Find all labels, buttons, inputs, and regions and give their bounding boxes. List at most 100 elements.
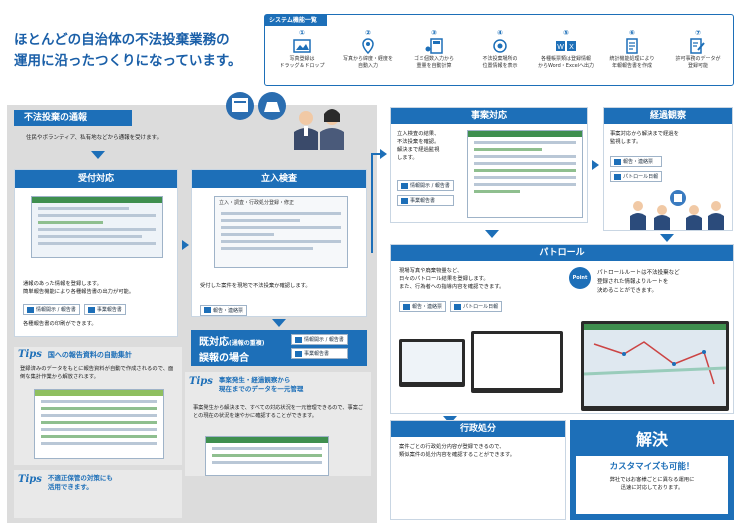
patrol-desc: 現場写真や廃棄物量など、 日々のパトロール結果を登録します。 また、行為者への指…	[399, 268, 505, 290]
admin-title: 行政処分	[391, 421, 565, 437]
resolve-sub: カスタマイズも可能！	[609, 462, 695, 472]
reception-screenshot	[31, 196, 163, 258]
feature-list-title: システム機能一覧	[265, 15, 327, 26]
permit-doc-icon	[687, 38, 709, 54]
arrow-right-2	[380, 149, 387, 159]
connector-line-h	[371, 153, 381, 155]
point-text: パトロールルートは不法投棄など 登録された情報よりルートを 決めることができます…	[597, 270, 680, 294]
case-report-button[interactable]: 情報開示 / 報告書	[397, 180, 454, 191]
patrol-laptop-1	[399, 339, 465, 387]
svg-text:W: W	[557, 44, 564, 51]
observation-report-button[interactable]: 報告・連絡票	[610, 156, 663, 167]
patrol-report-button[interactable]: 報告・連絡票	[399, 301, 447, 312]
calculator-icon	[423, 38, 445, 54]
inspection-title: 立入検査	[192, 170, 366, 188]
report-icon	[614, 158, 621, 165]
reception-desc: 通報のあった情報を登録します。 簡単報告機能により各種報告書の出力が可能。	[23, 281, 135, 295]
report-icon	[295, 336, 302, 343]
reporters-illustration	[220, 84, 380, 150]
resolve-panel: 解決 カスタマイズも可能！ 弊社ではお客様ごとに異なる運用に 迅速に対応しており…	[570, 420, 734, 520]
business-icon	[401, 197, 408, 204]
resolve-desc: 弊社ではお客様ごとに異なる運用に 迅速に対応しております。	[609, 477, 695, 491]
inspection-desc: 受付した案件を現地で不法投棄か確認します。	[200, 283, 311, 289]
tip2-label: Tips	[189, 376, 213, 387]
feature-number: ①	[299, 29, 305, 37]
map-pin-icon	[357, 38, 379, 54]
headline-line1: ほとんどの自治体の不法投棄業務の	[14, 32, 230, 48]
feature-text: 各種帳票類は登録情報 からWord・Excelへ出力	[537, 56, 595, 69]
tip2-screenshot	[205, 436, 329, 476]
case-business-button[interactable]: 事業報告書	[397, 195, 454, 206]
observation-patrol-button[interactable]: パトロール日報	[610, 171, 663, 182]
patrol-icon	[614, 173, 621, 180]
patrol-laptop-2	[471, 331, 563, 393]
feature-text: ゴミ個数入力から 重量を自動計算	[413, 56, 454, 69]
handled-line1: 既対応	[199, 337, 229, 348]
reception-title: 受付対応	[15, 170, 177, 188]
observation-panel: 経過観察 事案対応から解決まで経過を 監視します。 報告・連絡票 パトロール日報	[603, 107, 733, 231]
location-target-icon	[489, 38, 511, 54]
tip3-label: Tips	[18, 474, 42, 485]
report-icon	[27, 306, 34, 313]
headline-line2: 運用に沿ったつくりになっています。	[14, 53, 242, 69]
feature-number: ③	[431, 29, 437, 37]
feature-item: ③ ゴミ個数入力から 重量を自動計算	[401, 30, 467, 70]
feature-text: 統計機能処理により 年報報告書を作成	[609, 56, 655, 69]
svg-text:X: X	[569, 44, 574, 51]
inspection-screenshot: 立入・調査・行政処分登録・修正	[214, 196, 348, 268]
tip2-title: 事案発生・経過観察から 現在までのデータを一元管理	[218, 376, 304, 393]
tip3-box: Tips 不適正保管の対策にも 活用できます。	[14, 470, 182, 518]
report-icon	[401, 182, 408, 189]
feature-item: ④ 不法投棄場所の 位置情報を表示	[467, 30, 533, 70]
observation-title: 経過観察	[604, 108, 732, 124]
observation-desc: 事案対応から解決まで経過を 監視します。	[610, 131, 679, 145]
feature-number: ⑦	[695, 29, 701, 37]
feature-number: ④	[497, 29, 503, 37]
feature-item: ② 写真から緯度・経度を 自動入力	[335, 30, 401, 70]
feature-number: ⑤	[563, 29, 569, 37]
patrol-map-screen	[581, 321, 729, 411]
report-icon	[403, 303, 410, 310]
headline: ほとんどの自治体の不法投棄業務の 運用に沿ったつくりになっています。	[14, 30, 264, 72]
arrow-right-3	[592, 160, 599, 170]
inspection-panel: 立入検査 立入・調査・行政処分登録・修正 受付した案件を現地で不法投棄か確認しま…	[191, 169, 367, 317]
tip1-box: Tips 国への報告資料の自動集計 登録済みのデータをもとに報告資料が自動で作成…	[14, 347, 182, 465]
feature-text: 不法投棄場所の 位置情報を表示	[482, 56, 518, 69]
tip1-desc: 登録済みのデータをもとに報告資料が自動で作成されるので、面倒な集計作業から解放さ…	[20, 366, 174, 380]
reception-desc2: 各種報告書の印刷ができます。	[23, 321, 97, 327]
resolve-title: 解決	[635, 430, 668, 449]
handled-line1-sub: (通報の重複)	[229, 340, 265, 347]
arrow-down-3	[485, 230, 499, 238]
inspection-report-button[interactable]: 報告・連絡票	[200, 304, 248, 316]
business-icon	[87, 306, 95, 313]
report-title: 不法投棄の通報	[14, 110, 132, 126]
admin-desc: 案件ごとの行政処分内容が登録できるので、 類似案件の処分内容を確認することができ…	[399, 444, 516, 458]
handled-business-button[interactable]: 事業報告書	[291, 348, 348, 359]
patrol-daily-button[interactable]: パトロール日報	[450, 301, 503, 312]
patrol-panel: パトロール 現場写真や廃棄物量など、 日々のパトロール結果を登録します。 また、…	[390, 244, 734, 414]
patrol-title: パトロール	[391, 245, 733, 261]
case-screenshot	[467, 130, 583, 218]
feature-text: 写真から緯度・経度を 自動入力	[342, 56, 393, 69]
handled-report-button[interactable]: 情報開示 / 報告書	[291, 334, 348, 345]
arrow-right-1	[182, 240, 189, 250]
handled-line2: 誤報の場合	[199, 353, 249, 364]
tip1-label: Tips	[18, 349, 42, 360]
reception-report-button[interactable]: 情報開示 / 報告書	[23, 304, 80, 315]
photo-drop-icon	[291, 38, 313, 54]
reception-business-button[interactable]: 事業報告書	[83, 304, 126, 315]
patrol-point-box: Point パトロールルートは不法投棄など 登録された情報よりルートを 決めるこ…	[569, 267, 729, 317]
tip2-box: Tips 事案発生・経過観察から 現在までのデータを一元管理 事案発生から解決ま…	[185, 372, 371, 476]
report-desc: 住民やボランティア、私有地などから通報を受けます。	[26, 135, 163, 141]
handled-box: 既対応(通報の重複) 誤報の場合 情報開示 / 報告書 事業報告書	[191, 330, 367, 366]
case-panel: 事案対応 立入検査の結果、 不法投棄を確認。 解決まで経過監視 します。 情報開…	[390, 107, 588, 223]
arrow-down-1	[91, 151, 105, 159]
tip1-title: 国への報告資料の自動集計	[47, 351, 132, 359]
feature-number: ②	[365, 29, 371, 37]
report-doc-icon	[621, 38, 643, 54]
